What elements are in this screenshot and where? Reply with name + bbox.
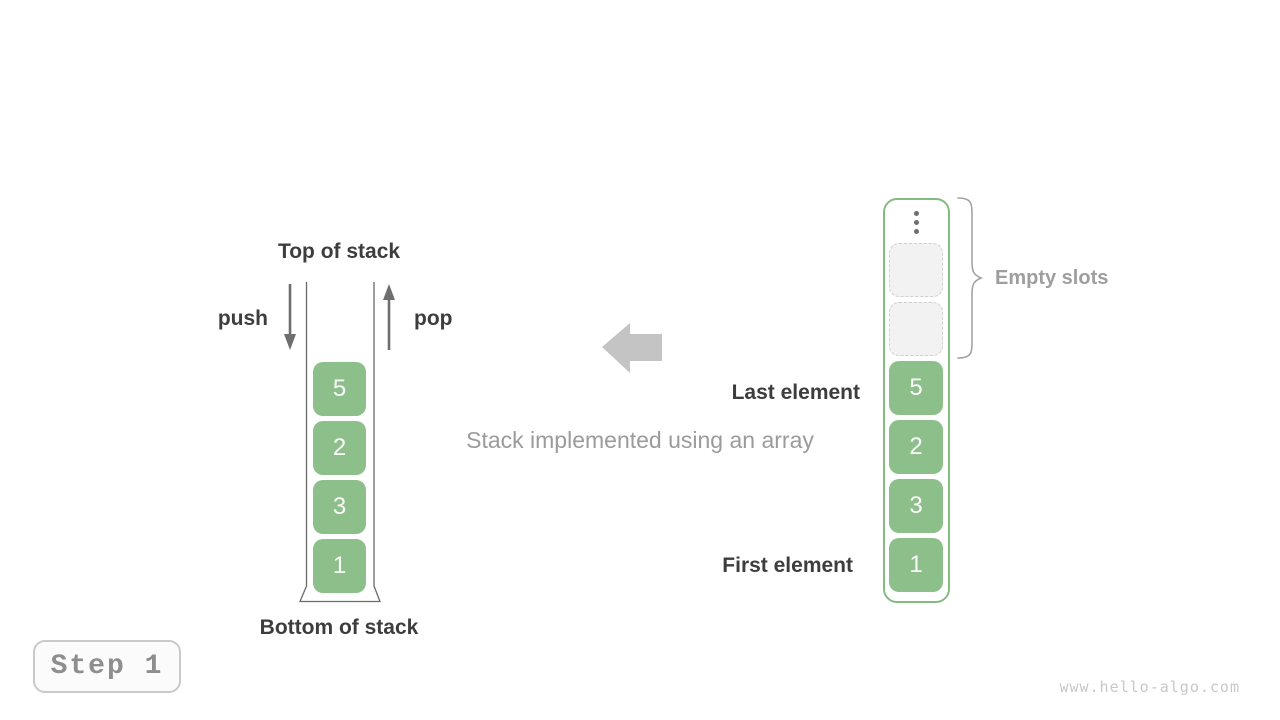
- top-of-stack-label: Top of stack: [277, 240, 401, 263]
- array-cell: 1: [889, 538, 943, 592]
- empty-slot: [889, 243, 943, 297]
- bottom-of-stack-label: Bottom of stack: [259, 616, 419, 639]
- step-badge-label: Step 1: [50, 651, 164, 682]
- watermark: www.hello-algo.com: [1059, 678, 1240, 696]
- array-cell: 2: [889, 420, 943, 474]
- pop-up-arrow-icon: [383, 284, 395, 350]
- brace-icon: [957, 197, 984, 359]
- ellipsis-icon: [885, 211, 948, 234]
- last-element-label: Last element: [731, 381, 860, 404]
- left-stack-cells: 5 2 3 1: [313, 362, 366, 593]
- empty-slots-label: Empty slots: [995, 267, 1109, 289]
- stack-container: [299, 282, 381, 603]
- pop-label: pop: [414, 307, 453, 330]
- stack-cell: 2: [313, 421, 366, 475]
- push-label: push: [217, 307, 268, 330]
- array-container: 5 2 3 1: [883, 198, 950, 603]
- step-badge: Step 1: [33, 640, 181, 693]
- left-block-arrow-icon: [602, 323, 662, 373]
- stack-cell: 5: [313, 362, 366, 416]
- empty-slot: [889, 302, 943, 356]
- array-cell: 5: [889, 361, 943, 415]
- push-down-arrow-icon: [284, 284, 296, 350]
- stack-cell: 1: [313, 539, 366, 593]
- first-element-label: First element: [722, 554, 853, 577]
- diagram-caption: Stack implemented using an array: [466, 427, 814, 453]
- array-cell: 3: [889, 479, 943, 533]
- stack-cell: 3: [313, 480, 366, 534]
